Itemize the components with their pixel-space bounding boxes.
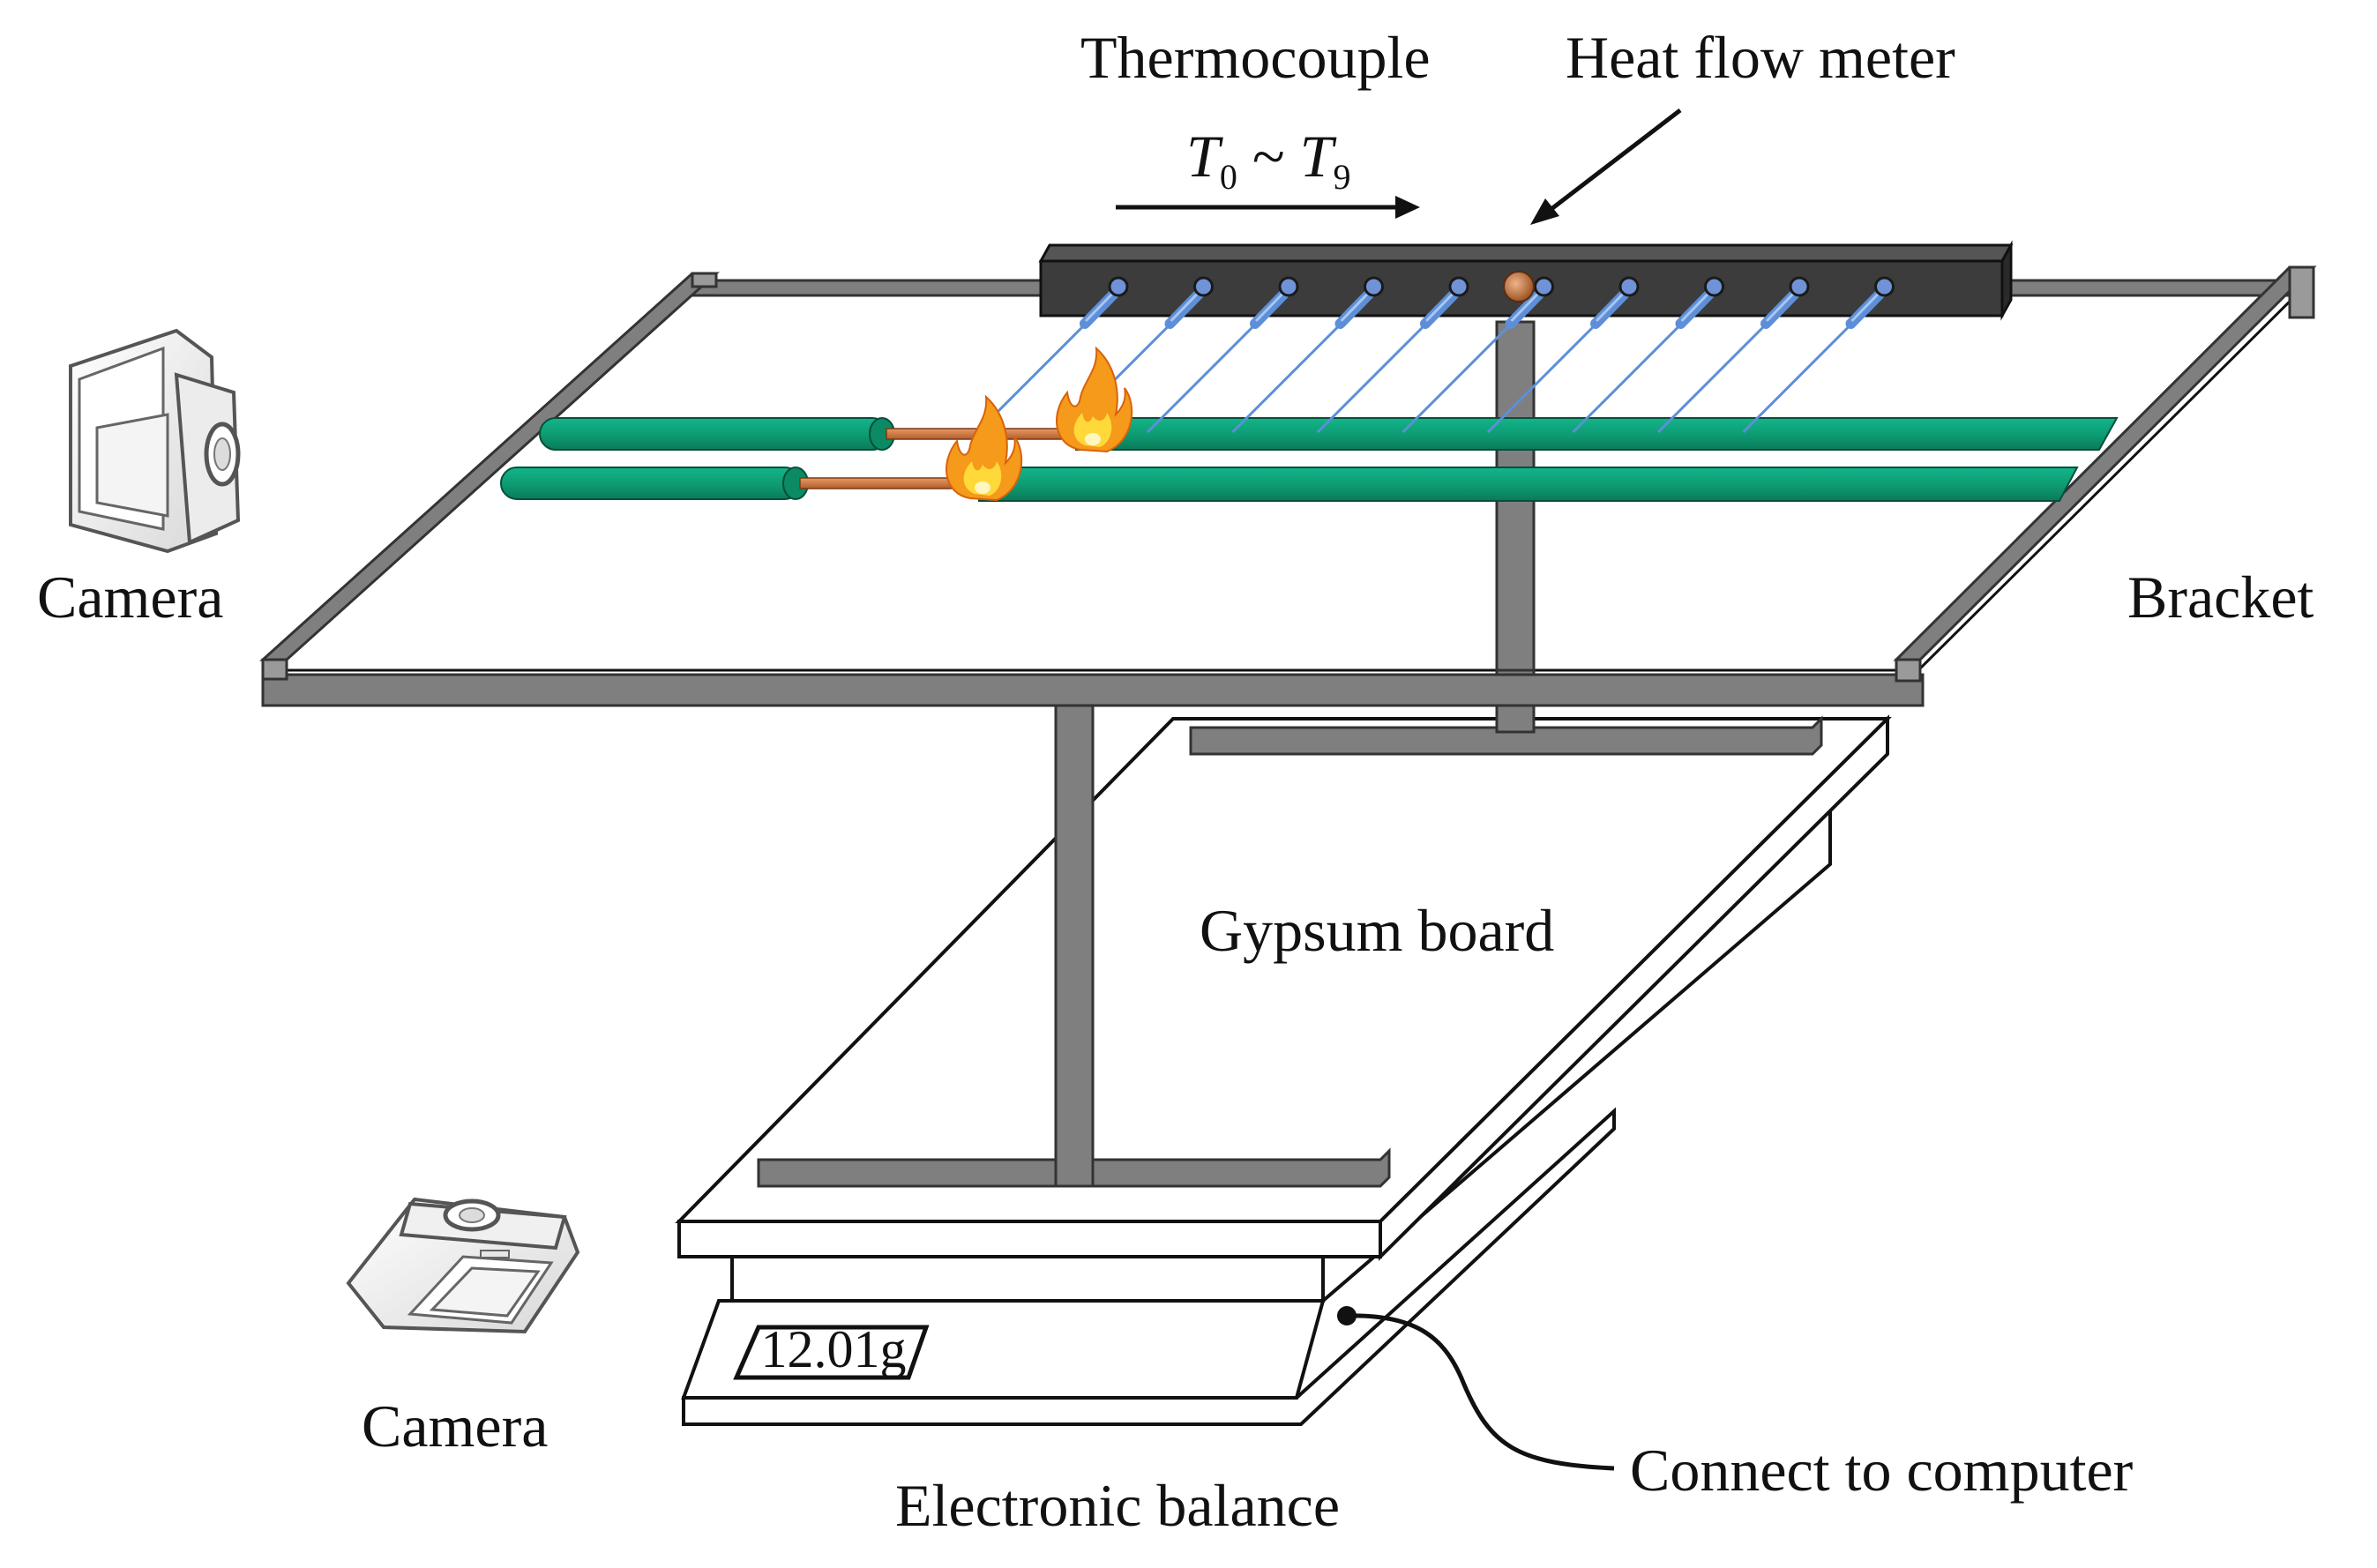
balance-reading: 12.01g	[761, 1320, 907, 1378]
connect-to-computer-label: Connect to computer	[1630, 1437, 2134, 1504]
thermocouple-probe-icon	[1572, 276, 1724, 434]
thermocouple-probe-icon	[1402, 276, 1554, 434]
camera-icon	[69, 328, 241, 554]
front-post	[1054, 704, 1095, 1188]
camera-bottom-label: Camera	[362, 1393, 548, 1460]
thermocouple-probe-icon	[1656, 276, 1810, 434]
t-range-sub9: 9	[1333, 157, 1350, 197]
thermocouple-probe-icon	[1061, 276, 1214, 434]
heat-flow-meter-label: Heat flow meter	[1566, 24, 1955, 91]
electronic-balance-label: Electronic balance	[895, 1472, 1340, 1539]
gypsum-board	[675, 714, 1892, 1305]
t-range-label: T0 ~ T9	[1186, 123, 1350, 197]
wire-upper-left	[539, 417, 889, 451]
gypsum-board-front	[677, 1220, 1382, 1258]
bracket-front-rail	[261, 673, 1925, 707]
thermocouple-probe-icon	[1316, 276, 1469, 434]
balance-display	[733, 1325, 930, 1380]
heat-flow-sensor	[1503, 271, 1535, 302]
thermocouple-probes	[975, 276, 1895, 434]
gypsum-board-label: Gypsum board	[1200, 897, 1554, 964]
flame-icon	[946, 394, 1023, 502]
thermocouple-probe-icon	[1742, 276, 1895, 434]
thermocouple-probe-icon	[975, 276, 1129, 434]
t-range-arrow-icon	[1116, 196, 1420, 219]
camera-top-label: Camera	[37, 564, 223, 631]
camera-icon	[346, 1197, 580, 1334]
wire-lower-right	[978, 467, 2079, 502]
thermocouple-probe-icon	[1146, 276, 1299, 434]
t-range-t0: T	[1186, 123, 1223, 190]
thermocouple-probe-icon	[1486, 276, 1640, 434]
bracket-label: Bracket	[2127, 564, 2314, 631]
t-range-tilde: ~	[1237, 123, 1300, 190]
thermocouple-probe-icon	[1231, 276, 1384, 434]
wire-lower-left	[500, 467, 802, 500]
wire-upper-right	[1075, 417, 2119, 451]
heat-flow-meter-arrow-icon	[1530, 108, 1682, 225]
gypsum-board-pedestal	[730, 1255, 1325, 1303]
electronic-balance: 12.01g	[681, 1107, 1616, 1426]
t-range-sub0: 0	[1220, 157, 1237, 197]
thermocouple-label: Thermocouple	[1080, 24, 1431, 91]
connect-line	[1346, 1313, 1615, 1471]
t-range-t9: T	[1300, 123, 1337, 190]
flame-icon	[1056, 346, 1133, 453]
gypsum-board-side	[1379, 714, 1889, 1261]
